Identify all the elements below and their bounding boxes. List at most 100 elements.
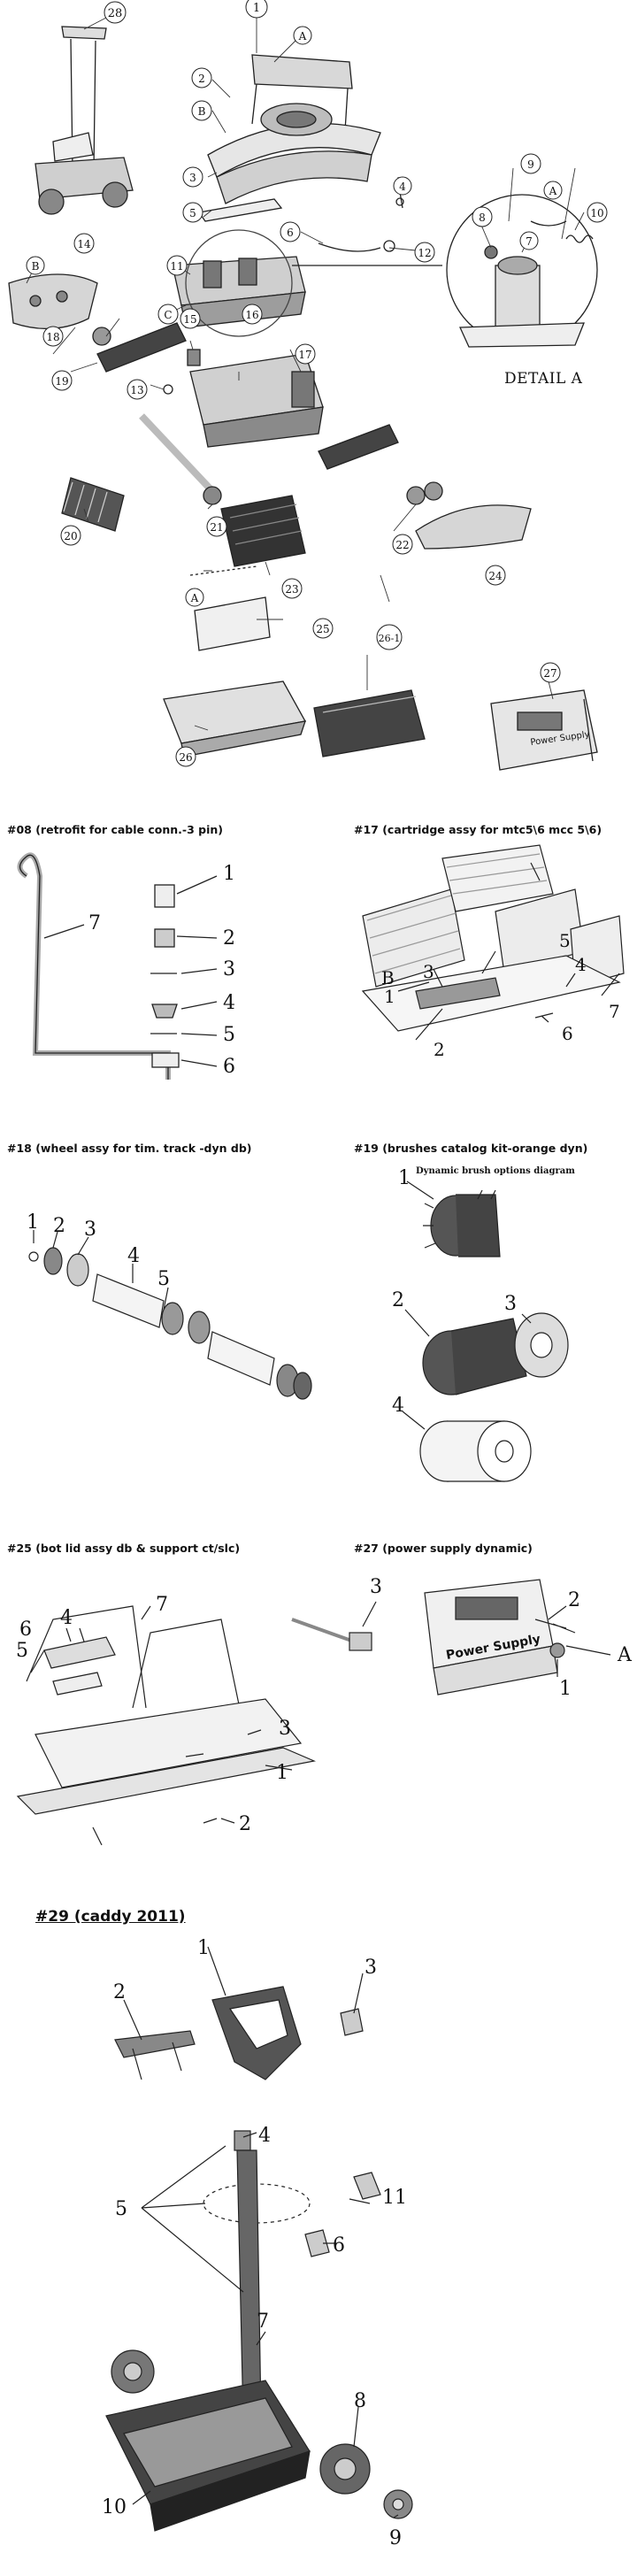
panel-25-27: 1 2 3 4 5 6 7 Power Supply 1 2 3 A [0,1557,637,1876]
callout-26: 26 [179,751,192,764]
panel-18-19: 1 2 3 4 5 1 2 3 4 [0,1159,637,1513]
p25-callout-3: 3 [279,1718,291,1740]
caption-25: #25 (bot lid assy db & support ct/slc) [7,1542,241,1555]
p27-callouts: 1 2 3 A [370,1576,633,1700]
p08-callout-3: 3 [223,958,235,980]
p19-callout-2: 2 [392,1289,404,1311]
callout-18: 18 [46,331,59,343]
callout-9: 9 [527,158,534,171]
p19-callout-4: 4 [392,1395,404,1417]
p27-callout-a: A [617,1644,633,1666]
p25-callout-4: 4 [60,1607,73,1629]
p29-callout-4: 4 [258,2125,271,2147]
p08-callouts: 1 2 3 4 5 6 7 [88,863,235,1078]
callout-21: 21 [210,521,223,534]
robot-hood-drawing [207,54,381,204]
callout-12: 12 [418,247,431,259]
panel-08-17: 1 2 3 4 5 6 7 1 2 3 4 5 6 7 B [0,841,637,1133]
tag-a-top: A [298,30,307,42]
p25-callout-6: 6 [19,1619,32,1641]
p18-callout-3: 3 [84,1219,96,1241]
callout-6: 6 [287,227,294,239]
p29-callout-5: 5 [115,2198,127,2220]
filter-drawing [220,495,306,567]
side-cover-drawing [8,273,98,330]
p29-callout-8: 8 [354,2390,366,2412]
p08-callout-5: 5 [223,1024,235,1046]
p25-callout-7: 7 [156,1594,168,1616]
panel-29-caddy-diagram: 1 2 3 4 5 6 7 8 9 10 11 [102,1938,413,2549]
p17-callouts: 1 2 3 4 5 6 7 B [381,930,620,1060]
brush-drawing [61,477,125,532]
p17-callout-1: 1 [384,986,395,1007]
p27-power-supply-drawing [291,1579,611,1696]
callout-27: 27 [543,667,556,680]
p19-callout-1: 1 [398,1167,411,1189]
caption-29: #29 (caddy 2011) [35,1908,186,1926]
p29-callout-1: 1 [197,1938,210,1959]
p25-callouts: 1 2 3 4 5 6 7 [16,1594,291,1835]
p27-callout-1: 1 [559,1678,572,1700]
p17-callout-2: 2 [434,1039,445,1060]
p17-callout-6: 6 [562,1023,573,1044]
p08-callout-4: 4 [223,992,235,1014]
callout-5: 5 [189,207,196,219]
p25-bottom-lid-drawing [16,1605,317,1846]
callout-3: 3 [189,172,196,184]
caption-18: #18 (wheel assy for tim. track -dyn db) [7,1142,252,1155]
p17-callout-5: 5 [559,930,571,951]
power-supply-drawing [490,689,598,771]
callout-2: 2 [198,73,205,85]
callout-22: 22 [395,539,409,551]
p08-callout-1: 1 [223,863,235,885]
main-exploded-diagram: 28 1 A 2 B 3 5 4 6 12 9 A 10 8 7 11 C B … [8,0,608,771]
p29-callout-11: 11 [382,2187,407,2209]
p29-callout-6: 6 [333,2234,345,2257]
p29-caddy-drawing [105,1946,413,2532]
callout-23: 23 [285,583,298,596]
callout-1: 1 [253,2,260,15]
p29-callouts: 1 2 3 4 5 6 7 8 9 10 11 [102,1938,407,2549]
p17-cartridge-drawing [361,844,625,1041]
p27-callout-3: 3 [370,1576,382,1598]
p27-callout-2: 2 [568,1589,580,1611]
tag-b-side: B [32,260,40,273]
callout-24: 24 [488,570,503,582]
cartridge-drawing [313,689,426,757]
callout-13: 13 [130,384,143,396]
p17-callout-b: B [381,967,395,988]
p19-callouts: 1 2 3 4 [392,1167,517,1417]
main-callouts: 28 1 A 2 B 3 5 4 6 12 9 A 10 8 7 11 C B … [26,0,608,767]
p18-callout-4: 4 [127,1245,140,1267]
callout-20: 20 [64,530,77,542]
caption-27: #27 (power supply dynamic) [354,1542,533,1555]
callout-25: 25 [316,623,329,635]
main-exploded-view: 28 1 A 2 B 3 5 4 6 12 9 A 10 8 7 11 C B … [0,0,637,805]
detail-a-label: DETAIL A [504,370,583,388]
p08-callout-6: 6 [223,1056,235,1078]
panel-25-27-diagram: 1 2 3 4 5 6 7 Power Supply 1 2 3 A [16,1576,633,1846]
p08-callout-7: 7 [88,912,101,934]
p29-callout-10: 10 [102,2496,127,2518]
p18-callout-5: 5 [157,1268,170,1290]
p18-callouts: 1 2 3 4 5 [27,1211,170,1290]
tag-b-hood: B [198,105,206,118]
caption-08: #08 (retrofit for cable conn.-3 pin) [7,823,223,836]
p25-callout-1: 1 [276,1762,288,1784]
chassis-drawing [189,353,324,448]
tag-c: C [164,309,172,321]
p29-callout-2: 2 [113,1981,126,2003]
callout-8: 8 [479,211,486,224]
callout-11: 11 [170,260,183,273]
p18-wheel-assy-drawing [28,1230,312,1400]
p29-callout-3: 3 [365,1957,377,1979]
motor-block-drawing [172,256,306,328]
callout-19: 19 [55,375,68,388]
panel-18-19-diagram: 1 2 3 4 5 1 2 3 4 [27,1167,569,1482]
caddy-drawing [35,26,134,215]
tag-a-detail: A [549,185,557,197]
p19-callout-3: 3 [504,1293,517,1315]
caption-17: #17 (cartridge assy for mtc5\6 mcc 5\6) [354,823,602,836]
p17-callout-7: 7 [609,1001,620,1022]
callout-16: 16 [245,309,258,321]
